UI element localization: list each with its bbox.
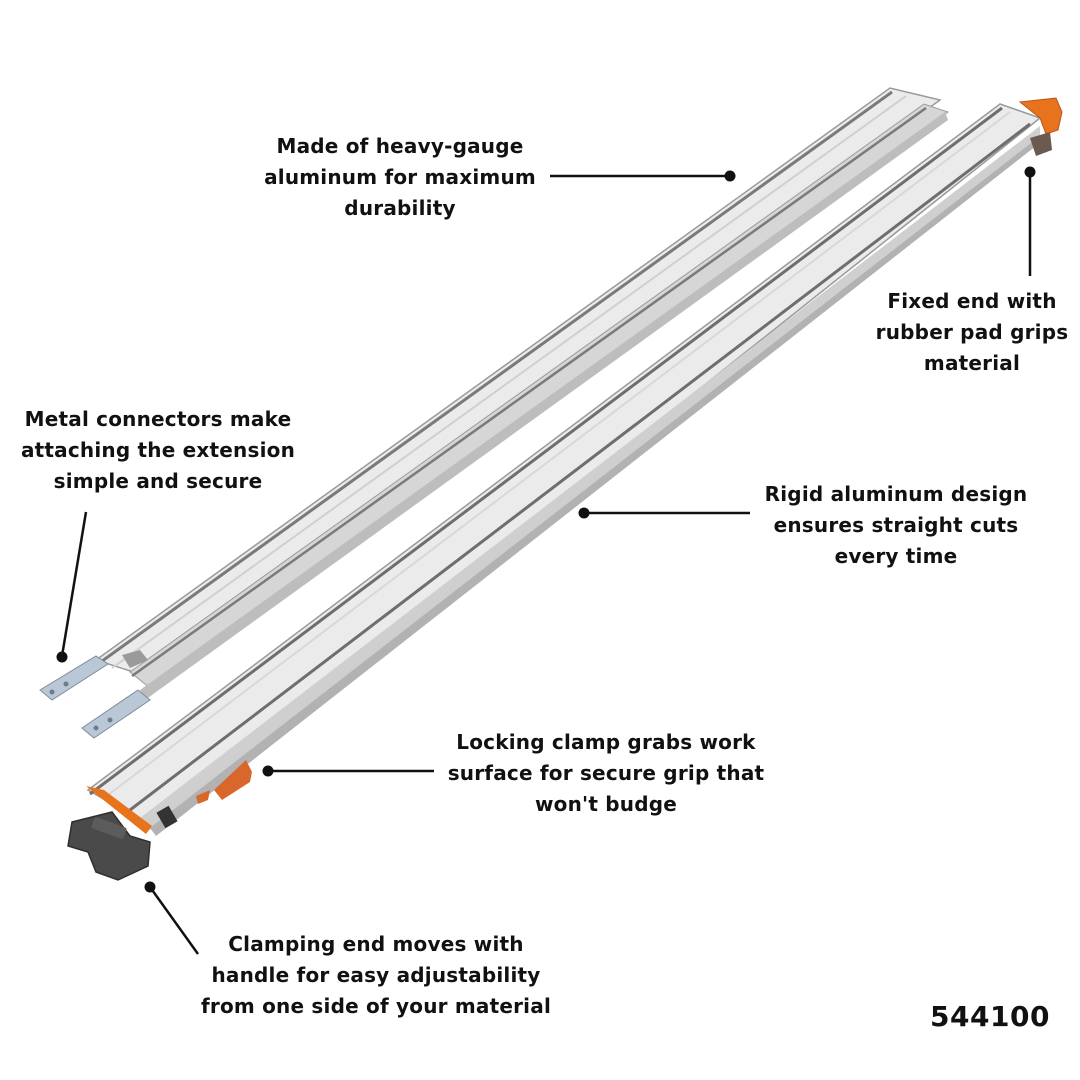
callout-rigid-design: Rigid aluminum design ensures straight c… — [764, 482, 1028, 568]
leader-lines — [56, 166, 1036, 955]
callout-locking-clamp: Locking clamp grabs work surface for sec… — [447, 730, 765, 816]
callout-clamping-end: Clamping end moves with handle for easy … — [201, 932, 551, 1018]
main-rail — [86, 103, 1042, 836]
callout-heavy-gauge: Made of heavy-gauge aluminum for maximum… — [264, 134, 536, 220]
extension-rail — [94, 87, 950, 700]
callout-fixed-end: Fixed end with rubber pad grips material — [875, 289, 1069, 375]
callout-metal-connectors: Metal connectors make attaching the exte… — [20, 407, 296, 493]
metal-connectors — [39, 655, 151, 739]
fixed-end-pad — [1018, 97, 1063, 156]
clamping-end — [67, 786, 152, 881]
model-number: 544100 — [930, 1000, 1050, 1033]
locking-clamp — [156, 760, 252, 829]
